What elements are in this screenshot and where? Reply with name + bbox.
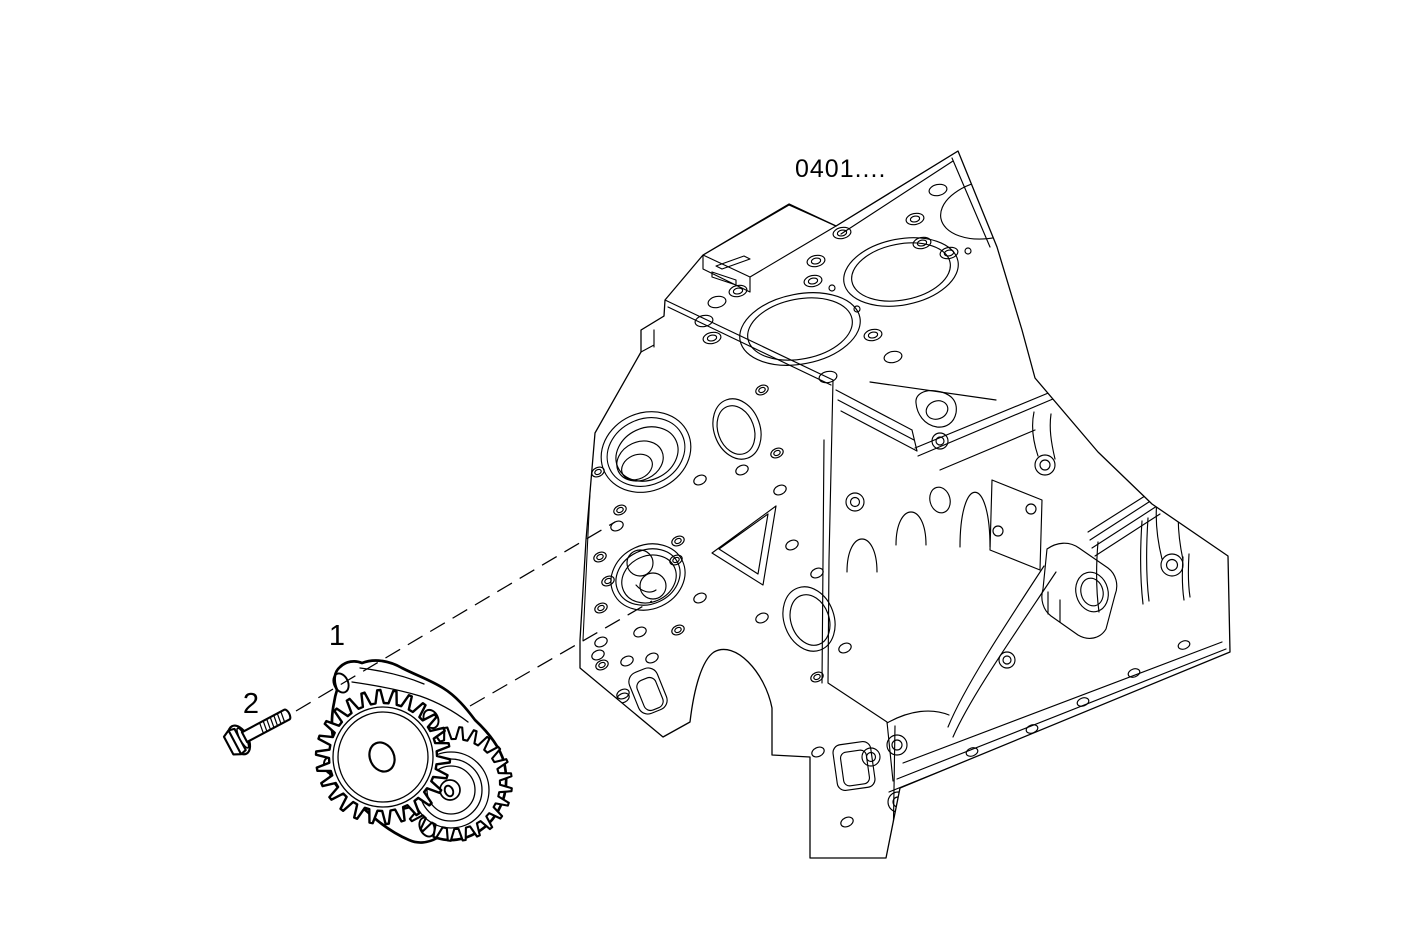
callout-1-label[interactable]: 1 <box>329 620 345 652</box>
front-face-holes <box>591 384 854 828</box>
block-reference-label[interactable]: 0401.... <box>795 155 886 183</box>
lug-arms <box>1032 411 1184 561</box>
flange-bolt-drawing <box>222 708 292 756</box>
pump-drive-gear-face <box>332 706 434 808</box>
engine-mount-boss <box>915 389 957 428</box>
side-ledge-lines <box>914 388 1061 471</box>
side-flange-plate <box>1041 542 1118 639</box>
pump-drive-gear <box>314 688 452 826</box>
engine-block-drawing <box>579 150 1231 859</box>
cylinder-bores <box>739 178 1040 366</box>
leader-line-bolt-axis <box>295 521 616 712</box>
front-right-corner-edge <box>821 379 894 782</box>
oil-pump-mounting-boss <box>610 543 686 611</box>
oval-bore <box>712 398 762 460</box>
crankcase-curves <box>886 565 1057 853</box>
side-ribs <box>1087 493 1161 557</box>
crankcase-webs <box>1096 517 1191 613</box>
arch-echo <box>696 665 771 721</box>
triangular-opening <box>711 505 777 586</box>
deck-side-bands <box>835 381 997 452</box>
oil-pump-drawing <box>314 659 513 844</box>
left-leg-opening <box>628 667 668 715</box>
middle-leg-opening <box>832 741 876 791</box>
block-outline <box>579 150 1231 859</box>
bolt-threads <box>259 711 286 734</box>
deck-left-step <box>640 315 665 353</box>
deck-bolt-holes <box>694 183 972 384</box>
side-pad-plate <box>989 479 1043 571</box>
deck-boss-pad <box>702 204 837 293</box>
leader-line-pump-to-boss <box>469 600 653 707</box>
side-oval-hole <box>929 486 951 514</box>
oil-pan-rail <box>888 641 1230 793</box>
leader-lines <box>295 521 653 712</box>
callout-2-label[interactable]: 2 <box>243 688 259 720</box>
side-ring-bosses <box>845 432 1184 813</box>
side-arches <box>846 491 991 573</box>
bolt-hex-head <box>222 727 247 756</box>
front-circular-opening <box>782 586 836 652</box>
